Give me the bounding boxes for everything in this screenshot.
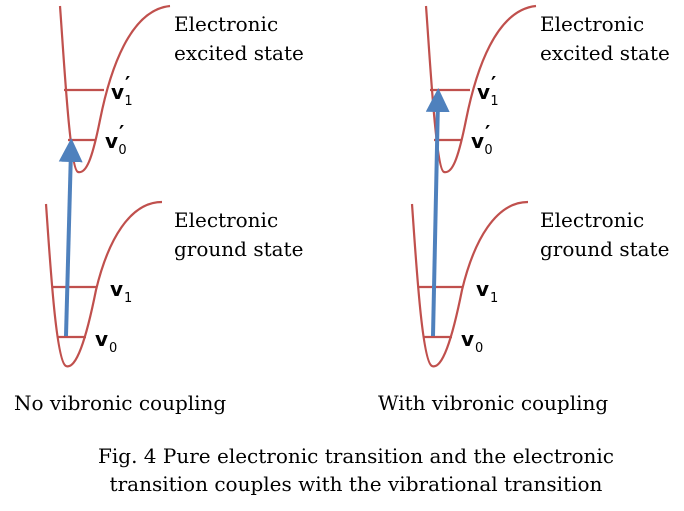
- transition-arrow-v0-to-v1-prime: [425, 88, 450, 337]
- label-v1: v1: [110, 277, 132, 306]
- panel-caption-no-coupling: No vibronic coupling: [14, 391, 226, 415]
- figure-caption-line-1: Fig. 4 Pure electronic transition and th…: [98, 444, 614, 468]
- label-v1-prime: v′1: [477, 72, 499, 109]
- figure-caption: Fig. 4 Pure electronic transition and th…: [76, 442, 636, 498]
- label-v0-prime: v′0: [471, 121, 493, 158]
- label-v1-prime: v′1: [111, 72, 133, 109]
- label-v0: v0: [95, 327, 117, 356]
- transition-arrow-v0-to-v0-prime: [58, 138, 83, 337]
- label-v1: v1: [476, 277, 498, 306]
- label-v0: v0: [461, 327, 483, 356]
- ground-state-potential-curve: [44, 200, 163, 368]
- ground-state-label: Electronic ground state: [540, 208, 669, 261]
- panel-no-coupling: Electronic excited state Electronic grou…: [14, 4, 304, 415]
- excited-state-label: Electronic excited state: [174, 12, 304, 65]
- ground-state-potential-curve: [410, 200, 529, 368]
- ground-state-label: Electronic ground state: [174, 208, 303, 261]
- label-v0-prime: v′0: [105, 121, 127, 158]
- excited-state-potential-curve: [58, 4, 171, 174]
- excited-state-label: Electronic excited state: [540, 12, 670, 65]
- energy-level-diagram: Electronic excited state Electronic grou…: [14, 4, 670, 415]
- figure-caption-line-2: transition couples with the vibrational …: [109, 472, 603, 496]
- panel-caption-with-coupling: With vibronic coupling: [378, 391, 608, 415]
- panel-with-coupling: Electronic excited state Electronic grou…: [378, 4, 670, 415]
